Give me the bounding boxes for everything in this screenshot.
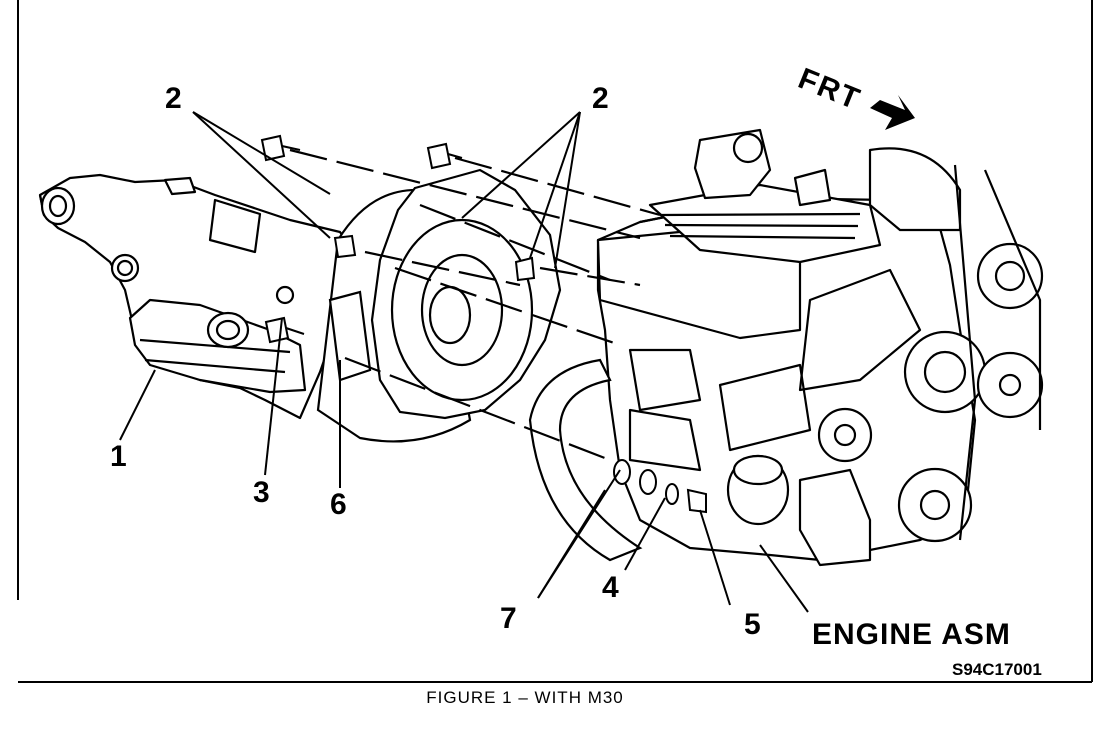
transmission-drawing — [38, 173, 354, 420]
arrow-down-right-icon — [870, 95, 915, 130]
figure-caption: FIGURE 1 – WITH M30 — [426, 688, 624, 707]
callout-3: 3 — [253, 476, 270, 509]
flex-plate-drawing — [528, 358, 643, 562]
callout-leader-lines — [119, 111, 809, 613]
converter-housing-drawing — [316, 168, 562, 443]
callout-5: 5 — [744, 608, 761, 641]
callout-2-left: 2 — [165, 82, 182, 115]
callout-1: 1 — [110, 440, 127, 473]
bolt-hardware — [260, 134, 707, 514]
engine-assembly-label: ENGINE ASM — [812, 618, 1011, 651]
callout-7: 7 — [500, 602, 517, 635]
frame-border — [17, 0, 1093, 683]
engine-drawing — [596, 128, 1044, 567]
callout-2-right: 2 — [592, 82, 609, 115]
reference-code: S94C17001 — [952, 660, 1042, 679]
callout-4: 4 — [602, 571, 619, 604]
callout-6: 6 — [330, 488, 347, 521]
bolt-alignment-lines — [289, 148, 661, 462]
